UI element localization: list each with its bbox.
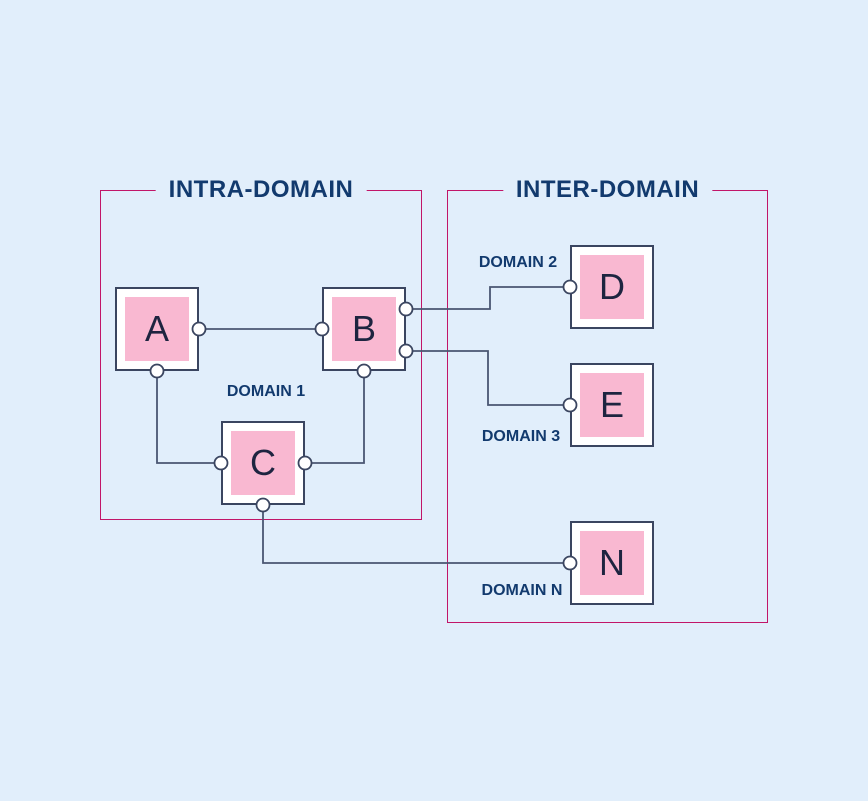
node-e-letter: E (599, 384, 624, 425)
node-b-letter: B (351, 308, 376, 349)
node-a: A (115, 287, 199, 371)
domain-n-label: DOMAIN N (481, 582, 563, 599)
inter-domain-title: INTER-DOMAIN (502, 175, 713, 205)
node-b-fill: B (332, 297, 396, 361)
node-d-fill: D (580, 255, 644, 319)
intra-domain-group-box: INTRA-DOMAIN (100, 175, 422, 520)
node-c-letter: C (250, 442, 276, 483)
node-a-letter: A (144, 308, 169, 349)
node-e-fill: E (580, 373, 644, 437)
node-c: C (221, 421, 305, 505)
node-c-fill: C (231, 431, 295, 495)
node-n-letter: N (599, 542, 625, 583)
domain-1-label: DOMAIN 1 (226, 383, 306, 400)
node-n-fill: N (580, 531, 644, 595)
node-e: E (570, 363, 654, 447)
node-d-letter: D (599, 266, 625, 307)
node-d: D (570, 245, 654, 329)
node-a-fill: A (125, 297, 189, 361)
domain-2-label: DOMAIN 2 (478, 254, 558, 271)
node-b: B (322, 287, 406, 371)
intra-domain-title: INTRA-DOMAIN (155, 175, 367, 205)
domain-3-label: DOMAIN 3 (481, 428, 561, 445)
inter-domain-group-box: INTER-DOMAIN (447, 175, 768, 623)
node-n: N (570, 521, 654, 605)
